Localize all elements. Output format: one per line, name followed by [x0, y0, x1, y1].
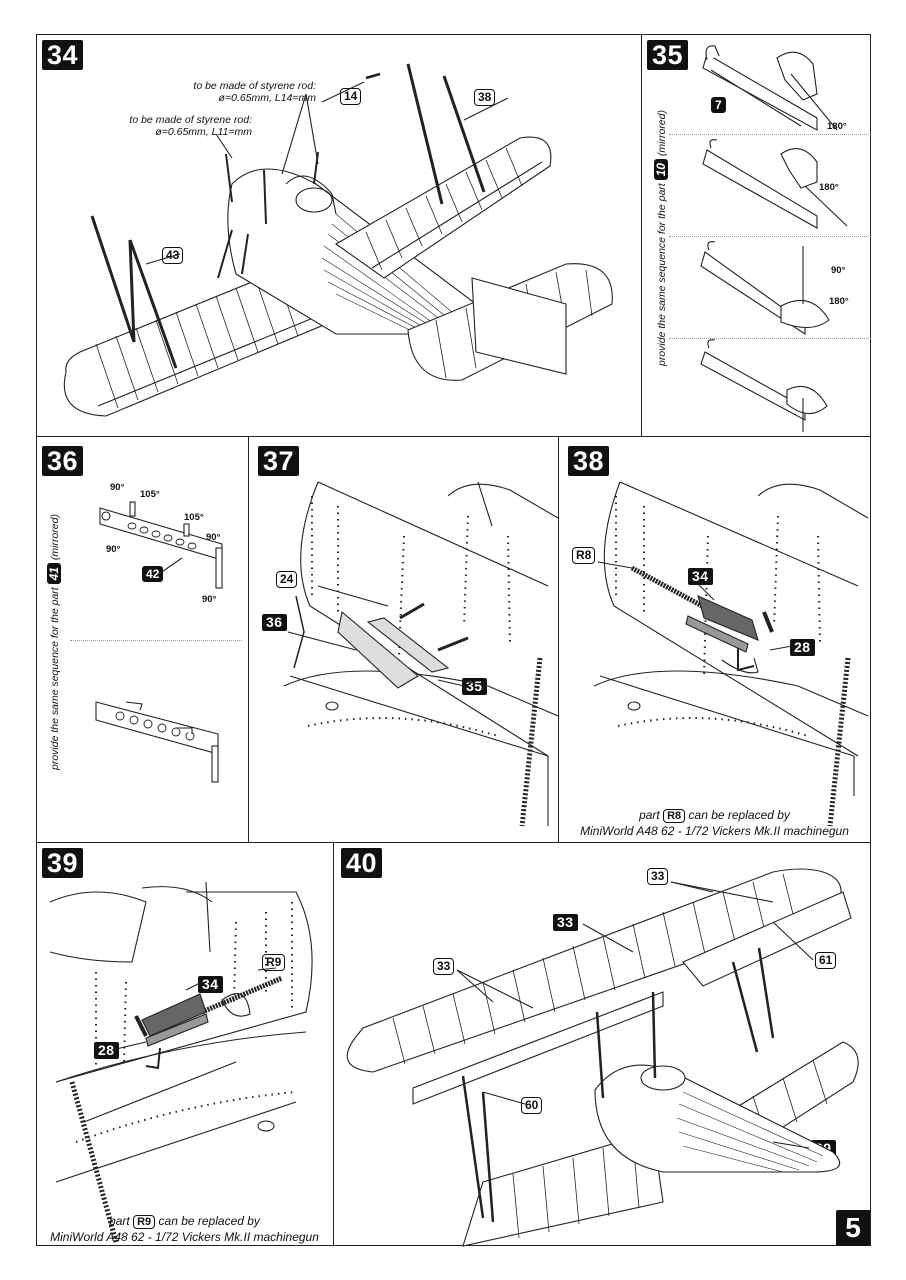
biplane-assembly-drawing [346, 868, 859, 1247]
part-label-28: 28 [790, 639, 815, 656]
divider-row2 [36, 842, 871, 843]
divider-row1 [36, 436, 871, 437]
part-label-r9: R9 [133, 1215, 156, 1229]
step-36-panel: 36 provide the same sequence for the par… [36, 436, 248, 842]
step-39-panel: 39 R9 34 28 [36, 842, 333, 1246]
gun-mount-drawings [95, 501, 223, 783]
part-label-34: 34 [688, 568, 713, 585]
part-label-28: 28 [94, 1042, 119, 1059]
angle-label: 180° [829, 296, 849, 307]
sprung-frame-drawings [700, 45, 848, 432]
part-label-33: 33 [553, 914, 578, 931]
angle-label: 90° [206, 532, 221, 543]
part-label-34: 34 [198, 976, 223, 993]
styrene-note-l11: to be made of styrene rod: ø=0.65mm, L11… [129, 114, 252, 138]
part-label-r8: R8 [572, 547, 596, 564]
separator [70, 640, 242, 641]
angle-label: 90° [110, 482, 125, 493]
angle-label: 180° [819, 182, 839, 193]
part-label-61: 61 [815, 952, 837, 969]
step-number: 35 [647, 40, 689, 70]
replacement-caption: part R9 can be replaced by MiniWorld A48… [50, 1214, 319, 1244]
replacement-caption: part R8 can be replaced by MiniWorld A48… [580, 808, 849, 838]
angle-label: 90° [202, 594, 217, 605]
cockpit-machinegun-drawing [49, 881, 313, 1243]
styrene-note-l14: to be made of styrene rod: ø=0.65mm, L14… [193, 80, 316, 104]
divider-39-40 [333, 842, 334, 1246]
cockpit-machinegun-drawing [593, 481, 869, 827]
part-label-r8: R8 [663, 809, 686, 823]
part-label-14: 14 [340, 88, 362, 105]
biplane-lower-wing-drawing [63, 63, 613, 417]
angle-label: 90° [831, 265, 846, 276]
part-label-7: 7 [711, 97, 726, 113]
angle-label: 105° [140, 489, 160, 500]
divider-36-37 [248, 436, 249, 842]
part-label-33: 33 [647, 868, 669, 885]
step-number: 36 [42, 446, 84, 476]
step-number: 37 [258, 446, 300, 476]
separator [669, 134, 871, 135]
cockpit-side-drawing [283, 481, 559, 827]
step-number: 39 [42, 848, 84, 878]
angle-label: 180° [827, 121, 847, 132]
page-number: 5 [836, 1210, 870, 1246]
step-38-panel: 38 R8 34 28 part [558, 436, 871, 842]
step-number: 38 [568, 446, 610, 476]
part-label-42: 42 [142, 566, 164, 582]
divider-34-35 [641, 34, 642, 436]
part-label-60: 60 [521, 1097, 543, 1114]
step-34-panel: 34 to be made of styrene rod: ø=0.65mm, … [36, 34, 641, 436]
step-40-panel: 40 33 33 33 61 60 39 [333, 842, 871, 1247]
step-35-panel: 35 provide the same sequence for the par… [641, 34, 871, 436]
angle-label: 90° [106, 544, 121, 555]
step-37-panel: 37 24 36 35 [248, 436, 559, 842]
part-label-43: 43 [162, 247, 184, 264]
separator [669, 338, 871, 339]
instruction-page-frame [36, 34, 871, 1246]
step-number: 34 [42, 40, 84, 70]
step-number: 40 [341, 848, 383, 878]
part-label-36: 36 [262, 614, 287, 631]
part-label-33: 33 [433, 958, 455, 975]
separator [669, 236, 871, 237]
part-label-38: 38 [474, 89, 496, 106]
part-label-r9: R9 [262, 954, 286, 971]
angle-label: 105° [184, 512, 204, 523]
divider-37-38 [558, 436, 559, 842]
part-label-24: 24 [276, 571, 298, 588]
